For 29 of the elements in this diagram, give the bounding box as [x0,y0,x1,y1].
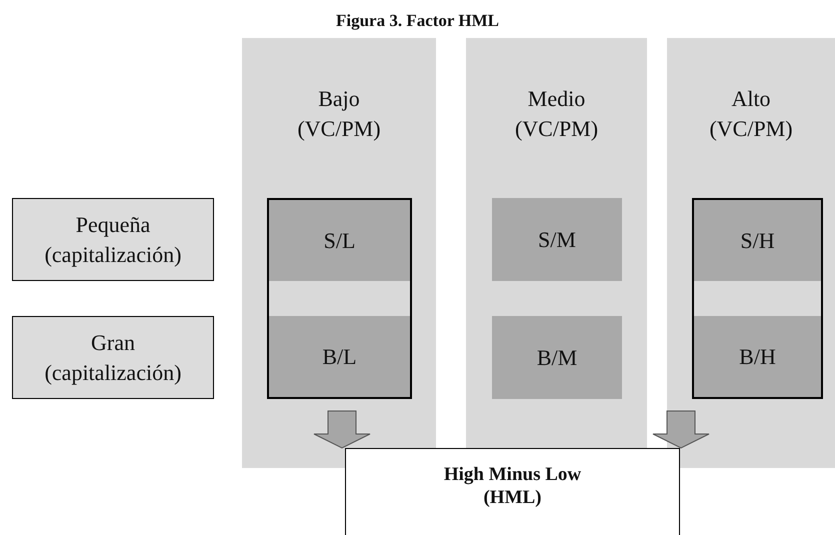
column-heading: Medio (VC/PM) [514,85,600,143]
column-panel [667,38,835,468]
portfolio-cell [694,200,821,281]
box-label: B/M [536,344,578,372]
portfolio-cell [492,198,622,281]
portfolio-cell [269,200,410,281]
column-heading: Bajo (VC/PM) [296,85,382,143]
column-panel [466,38,647,448]
portfolio-cell [694,316,821,397]
box-label: Pequeña (capitalización) [44,210,182,269]
portfolio-cell [492,316,622,399]
box-label: B/H [739,342,776,370]
box-label: High Minus Low (HML) [442,463,582,509]
result-box [345,448,680,535]
box-label: S/M [538,226,576,254]
block-arrow [652,410,710,449]
portfolio-cell [269,316,410,397]
column-heading: Alto (VC/PM) [708,85,794,143]
block-arrow [314,410,370,449]
box-label: B/L [322,342,357,370]
row-label-box [12,198,214,281]
column-panel [242,38,436,468]
group-frame [692,198,823,399]
row-label-box [12,316,214,399]
box-label: S/L [324,226,356,254]
box-label: S/H [740,226,775,254]
box-label: Gran (capitalización) [44,328,182,387]
group-frame [267,198,412,399]
figure-title: Figura 3. Factor HML [334,11,500,31]
